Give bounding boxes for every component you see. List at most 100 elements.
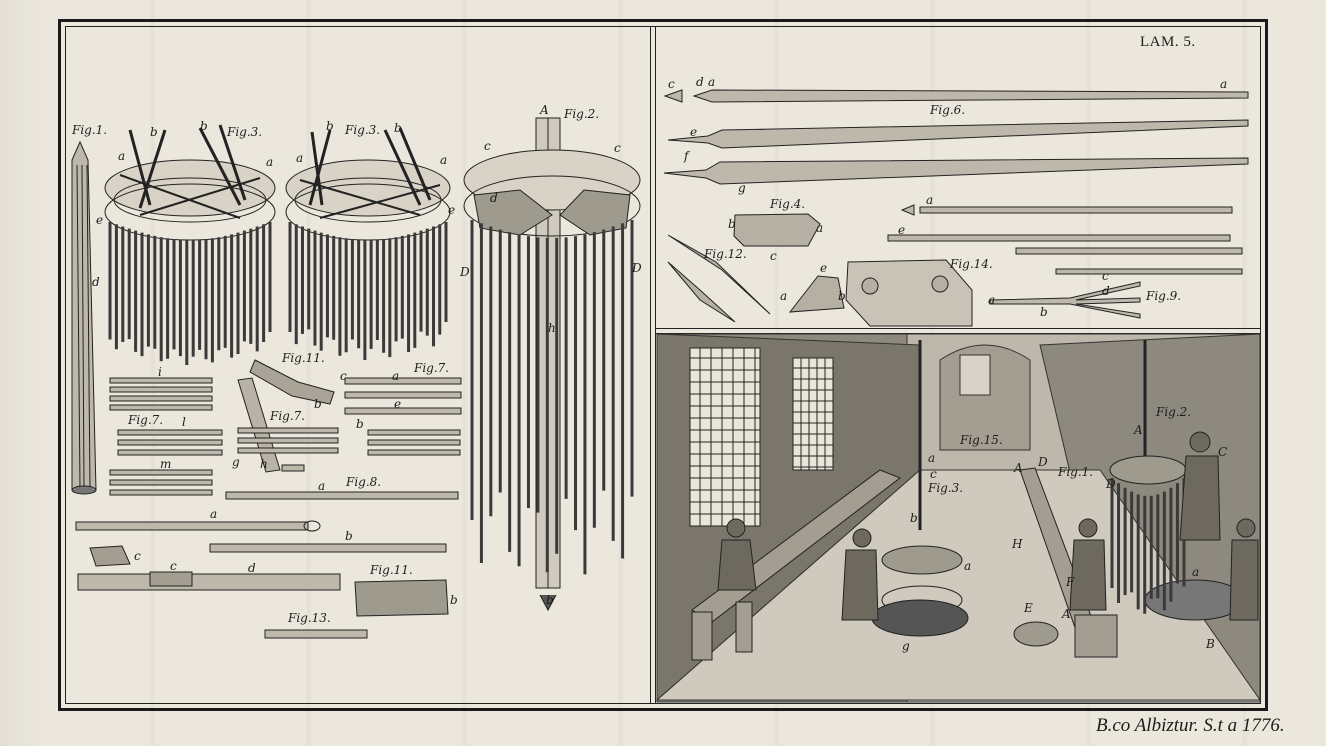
letter-label: c: [1102, 269, 1109, 283]
letter-label: a: [816, 221, 824, 235]
fig7-label-a: Fig.7.: [414, 361, 450, 375]
letter-label: D: [460, 265, 470, 279]
letter-label: d: [248, 561, 256, 575]
letter-label: a: [266, 155, 274, 169]
letter-label: b: [314, 397, 322, 411]
fig4-label: Fig.4.: [770, 197, 806, 211]
window-grids: [690, 348, 833, 526]
letter-label: e: [690, 125, 698, 139]
fig3-label-right: Fig.3.: [345, 123, 381, 137]
letter-label: d: [490, 191, 498, 205]
letter-label: A: [1134, 423, 1143, 437]
fig9-rods-and-fork: [887, 204, 1243, 319]
letter-label: c: [770, 249, 777, 263]
fig7-label-b: Fig.7.: [128, 413, 164, 427]
letter-label: b: [910, 511, 918, 525]
letter-label: c: [340, 369, 347, 383]
letter-label: c: [614, 141, 621, 155]
letter-label: A: [540, 103, 549, 117]
letter-label: g: [902, 639, 910, 653]
letter-label: e: [96, 213, 104, 227]
letter-label: b: [1040, 305, 1048, 319]
letter-label: H: [1012, 537, 1023, 551]
fig4-fig12-fig14-tools: [667, 213, 973, 327]
letter-label: a: [1192, 565, 1200, 579]
letter-label: d: [92, 275, 100, 289]
scene-fig1-label: Fig.1.: [1058, 465, 1094, 479]
fig14-label: Fig.14.: [950, 257, 993, 271]
fig-small-tools: [75, 359, 462, 639]
letter-label: a: [296, 151, 304, 165]
letter-label: D: [1038, 455, 1048, 469]
engraver-credit: B.co Albiztur. S.t a 1776.: [1096, 715, 1285, 736]
letter-label: g: [738, 181, 746, 195]
fig8-label: Fig.8.: [346, 475, 382, 489]
letter-label: A: [1062, 607, 1071, 621]
letter-label: D: [632, 261, 642, 275]
letter-label: c: [484, 139, 491, 153]
letter-label: d: [696, 75, 704, 89]
letter-label: b: [450, 593, 458, 607]
scene-fig2-label: Fig.2.: [1156, 405, 1192, 419]
panel-divider-vertical: [650, 26, 656, 704]
fig3-candle-frame-right: [285, 127, 451, 241]
letter-label: c: [134, 549, 141, 563]
fig13-label: Fig.13.: [288, 611, 331, 625]
letter-label: a: [964, 559, 972, 573]
letter-label: b: [200, 119, 208, 133]
scene-fig3-label: Fig.3.: [928, 481, 964, 495]
fig11-label-a: Fig.11.: [282, 351, 325, 365]
plate-outer-frame: [58, 19, 1268, 711]
letter-label: b: [728, 217, 736, 231]
letter-label: b: [345, 529, 353, 543]
letter-label: b: [356, 417, 364, 431]
letter-label: h: [548, 321, 556, 335]
letter-label: m: [160, 457, 172, 471]
fig11-label-b: Fig.11.: [370, 563, 413, 577]
fig3-candles-right: [288, 222, 448, 360]
workshop-figures: [717, 431, 1259, 647]
letter-label: a: [926, 193, 934, 207]
fig6-label: Fig.6.: [930, 103, 966, 117]
fig6-mould-rods: [663, 89, 1249, 185]
letter-label: e: [898, 223, 906, 237]
letter-label: a: [708, 75, 716, 89]
letter-label: e: [820, 261, 828, 275]
fig3-label-left: Fig.3.: [227, 125, 263, 139]
letter-label: a: [318, 479, 326, 493]
fig3-candles-left: [108, 222, 272, 365]
letter-label: l: [182, 415, 186, 429]
fig12-label: Fig.12.: [704, 247, 747, 261]
letter-label: f: [684, 149, 689, 163]
fig2-candles: [470, 220, 634, 575]
fig1-candle-mould: [71, 140, 97, 495]
letter-label: D: [1106, 477, 1116, 491]
fig7-label-c: Fig.7.: [270, 409, 306, 423]
letter-label: a: [928, 451, 936, 465]
fig9-label: Fig.9.: [1146, 289, 1182, 303]
letter-label: h: [260, 457, 268, 471]
letter-label: b: [546, 593, 554, 607]
letter-label: b: [326, 119, 334, 133]
letter-label: c: [668, 77, 675, 91]
scene-candles: [1110, 478, 1186, 614]
letter-label: b: [394, 121, 402, 135]
letter-label: a: [780, 289, 788, 303]
letter-label: A: [1014, 461, 1023, 475]
letter-label: d: [1102, 284, 1110, 298]
letter-label: F: [1066, 575, 1075, 589]
letter-label: e: [394, 397, 402, 411]
letter-label: a: [118, 149, 126, 163]
letter-label: b: [150, 125, 158, 139]
letter-label: c: [930, 467, 937, 481]
letter-label: a: [392, 369, 400, 383]
letter-label: a: [210, 507, 218, 521]
letter-label: E: [1024, 601, 1033, 615]
letter-label: e: [448, 203, 456, 217]
fig3-candle-frame-left: [104, 124, 276, 241]
workshop-windows: [689, 347, 834, 527]
workshop-hanging-frames: [871, 340, 1246, 637]
letter-label: a: [440, 153, 448, 167]
